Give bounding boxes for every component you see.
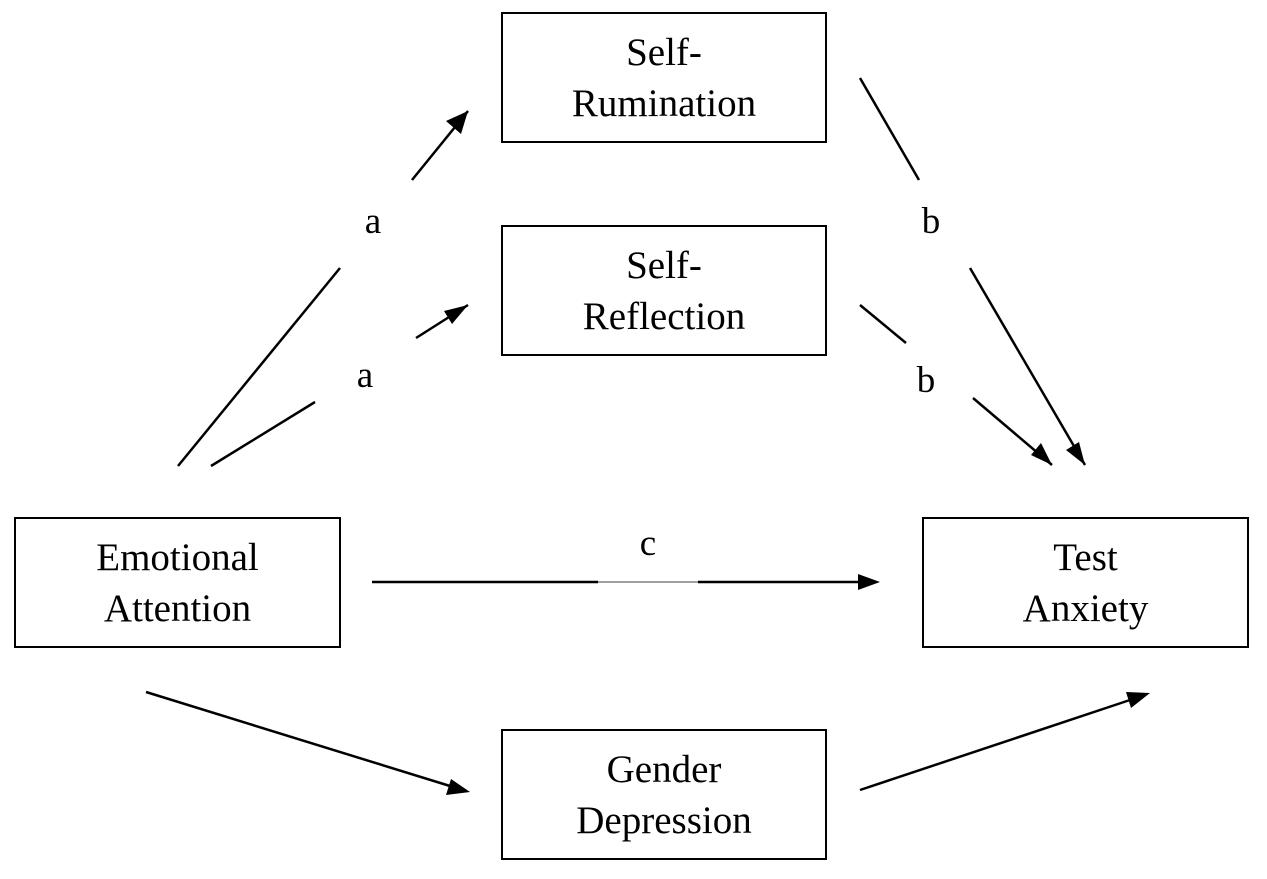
arrow-b-reflection-upper [859,304,907,344]
arrow-ea-gender-depression [145,690,451,788]
node-emotional-attention-line1: Emotional [96,535,259,579]
path-label-c: c [639,523,657,564]
node-gender-depression-line2: Depression [576,798,752,842]
node-self-rumination-line1: Self- [626,30,702,74]
path-label-a-reflection: a [356,355,374,396]
arrowhead-ea-gender-depression [446,779,470,795]
node-gender-depression: Gender Depression [501,729,827,860]
arrowhead-b-reflection [1031,443,1052,465]
arrow-b-rumination-upper [858,77,921,181]
node-self-reflection-line1: Self- [626,243,702,287]
arrowhead-gender-depression-ta [1126,692,1150,708]
node-emotional-attention: Emotional Attention [14,517,341,648]
arrowhead-b-rumination [1066,442,1085,465]
path-label-a-rumination: a [364,201,382,242]
arrow-gender-depression-ta [859,698,1131,792]
arrowhead-a-rumination [446,111,468,134]
path-label-b-reflection: b [916,360,936,401]
arrowhead-c [858,574,880,590]
node-test-anxiety-line1: Test [1053,535,1118,579]
node-self-rumination-line2: Rumination [571,81,757,125]
node-test-anxiety: Test Anxiety [922,517,1249,648]
node-self-rumination: Self- Rumination [501,12,827,143]
path-label-b-rumination: b [921,201,941,242]
node-emotional-attention-line2: Attention [103,586,252,630]
arrow-b-rumination-lower [968,267,1087,466]
arrowhead-a-reflection [444,305,468,324]
node-gender-depression-line1: Gender [606,747,722,791]
arrow-a-rumination-lower [177,267,341,467]
node-test-anxiety-line2: Anxiety [1022,586,1149,630]
arrow-a-reflection-lower [210,400,316,468]
node-self-reflection-line2: Reflection [582,294,746,338]
node-self-reflection: Self- Reflection [501,225,827,356]
